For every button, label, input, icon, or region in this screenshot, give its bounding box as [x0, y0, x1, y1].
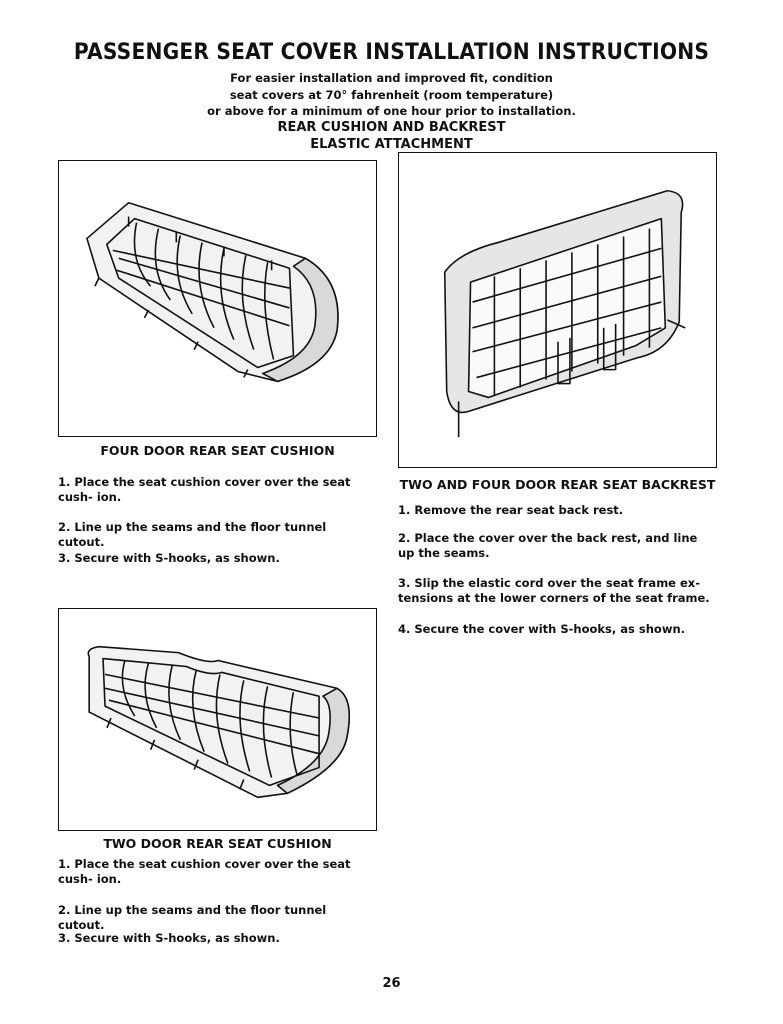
section-title-line-1: REAR CUSHION AND BACKREST — [277, 120, 506, 135]
seat-cushion-frame-drawing — [86, 201, 339, 383]
four-door-step-3: 3. Secure with S-hooks, as shown. — [58, 551, 280, 565]
page-title: PASSENGER SEAT COVER INSTALLATION INSTRU… — [73, 40, 710, 65]
two-door-cushion-frame-drawing — [87, 645, 350, 799]
intro-line-3: or above for a minimum of one hour prior… — [207, 104, 576, 118]
intro-line-2: seat covers at 70° fahrenheit (room temp… — [229, 88, 554, 102]
intro-line-1: For easier installation and improved fit… — [230, 71, 553, 85]
four-door-step-1: 1. Place the seat cushion cover over the… — [58, 475, 351, 504]
two-door-step-2: 2. Line up the seams and the floor tunne… — [58, 903, 327, 932]
four-door-step-2: 2. Line up the seams and the floor tunne… — [58, 520, 327, 549]
backrest-step-1: 1. Remove the rear seat back rest. — [398, 503, 624, 517]
backrest-step-4: 4. Secure the cover with S-hooks, as sho… — [398, 622, 685, 636]
four-door-cushion-illustration — [58, 160, 377, 437]
section-title-line-2: ELASTIC ATTACHMENT — [310, 137, 473, 152]
four-door-cushion-caption: FOUR DOOR REAR SEAT CUSHION — [100, 443, 335, 458]
backrest-illustration — [398, 152, 717, 468]
two-door-step-3: 3. Secure with S-hooks, as shown. — [58, 931, 280, 945]
backrest-step-2: 2. Place the cover over the back rest, a… — [398, 531, 698, 560]
backrest-step-3: 3. Slip the elastic cord over the seat f… — [398, 576, 710, 605]
backrest-caption: TWO AND FOUR DOOR REAR SEAT BACKREST — [399, 477, 716, 492]
seat-backrest-frame-drawing — [443, 189, 686, 438]
page-number: 26 — [382, 976, 401, 991]
two-door-step-1: 1. Place the seat cushion cover over the… — [58, 857, 351, 886]
two-door-cushion-illustration — [58, 608, 377, 831]
two-door-cushion-caption: TWO DOOR REAR SEAT CUSHION — [103, 836, 332, 851]
